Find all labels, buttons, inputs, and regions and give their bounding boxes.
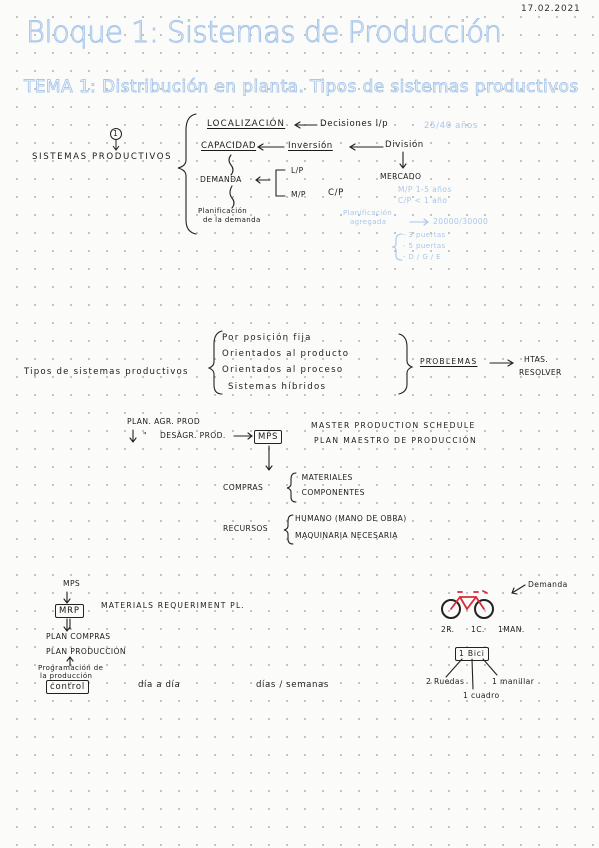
option-1: - 3 puertas [403, 231, 446, 239]
programacion-line2: la producción [40, 672, 93, 680]
htas-label: HTAS. [524, 355, 549, 364]
count-manillar: 1MAN. [498, 625, 525, 634]
mps-box: MPS [254, 430, 283, 444]
division-label: División [385, 140, 424, 150]
demanda-bike-label: Demanda [528, 580, 568, 589]
control-box: control [46, 680, 90, 694]
programacion-line1: Programación de [38, 664, 104, 672]
plan-agregada-line1: Planificación [343, 209, 393, 217]
plan-agr-label: PLAN. AGR. PROD [127, 417, 201, 426]
lp-label: L/P [291, 166, 304, 175]
option-2: - 5 puertas [403, 242, 446, 250]
capacidad-label: CAPACIDAD [201, 141, 257, 151]
resolver-label: RESOLVER [519, 368, 562, 377]
planificacion-demanda-line2: de la demanda [203, 216, 261, 224]
master-production-label: MASTER PRODUCTION SCHEDULE [311, 421, 476, 430]
type-3: Orientados al proceso [222, 365, 344, 375]
compras-item-1: · MATERIALES [296, 473, 353, 482]
mrp-box: MRP [55, 604, 84, 618]
bicycle-icon [441, 590, 494, 619]
type-2: Orientados al producto [222, 349, 350, 359]
date: 17.02.2021 [521, 4, 581, 14]
plan-produccion-label: PLAN PRODUCCIÓN [46, 647, 127, 656]
mrp-description: MATERIALS REQUERIMENT PL. [101, 601, 245, 610]
count-cuadro: 1C. [471, 625, 485, 634]
recursos-label: RECURSOS [223, 524, 269, 533]
problemas-label: PROBLEMAS [420, 357, 478, 366]
plan-compras-label: PLAN COMPRAS [46, 632, 111, 641]
agregada-value: 20000/30000 [433, 217, 489, 226]
type-4: Sistemas híbridos [228, 382, 327, 392]
cuadro-leaf: 1 cuadro [463, 691, 500, 700]
bici-box: 1 Bici [455, 647, 489, 661]
mp-label: M/P [291, 190, 306, 199]
anios-note: 25/40 años [424, 121, 478, 131]
localizacion-label: LOCALIZACIÓN [207, 119, 286, 129]
sistemas-productivos-label: SISTEMAS PRODUCTIVOS [32, 152, 173, 162]
mps-small-label: MPS [63, 579, 81, 588]
mercado-label: MERCADO [380, 172, 422, 181]
dia-a-dia-label: día a día [138, 680, 181, 690]
option-3: - D / G / E [403, 253, 442, 261]
type-1: Por posición fija [222, 333, 312, 343]
recursos-item-1: HUMANO (MANO DE OBRA) [295, 514, 407, 523]
demanda-label: DEMANDA [200, 175, 242, 184]
recursos-item-2: MAQUINARIA NECESARIA [295, 531, 398, 540]
cp-label: C/P [328, 188, 344, 198]
page-subtitle: TEMA 1: Distribución en planta. Tipos de… [24, 77, 579, 97]
plan-agregada-line2: agregada [350, 218, 387, 226]
inversion-label: Inversión [288, 141, 333, 151]
plan-maestro-label: PLAN MAESTRO DE PRODUCCIÓN [314, 436, 478, 445]
cp-note: C/P < 1 año [398, 196, 448, 205]
compras-label: COMPRAS [223, 483, 264, 492]
section-number: 1 [113, 129, 119, 138]
ruedas-leaf: 2 Ruedas [426, 677, 465, 686]
desagr-prefix: " [143, 431, 147, 440]
manillar-leaf: 1 manillar [492, 677, 535, 686]
compras-item-2: · COMPONENTES [296, 488, 365, 497]
planificacion-demanda-line1: Planificación [198, 207, 248, 215]
decisiones-label: Decisiones l/p [320, 119, 389, 129]
page-title: Bloque 1: Sistemas de Producción [26, 15, 503, 49]
mp-note: M/P 1-5 años [398, 185, 452, 194]
count-ruedas: 2R. [441, 625, 455, 634]
desagr-label: DESAGR. PROD. [160, 431, 226, 440]
dias-semanas-label: días / semanas [256, 680, 329, 690]
tipos-label: Tipos de sistemas productivos [24, 367, 189, 377]
